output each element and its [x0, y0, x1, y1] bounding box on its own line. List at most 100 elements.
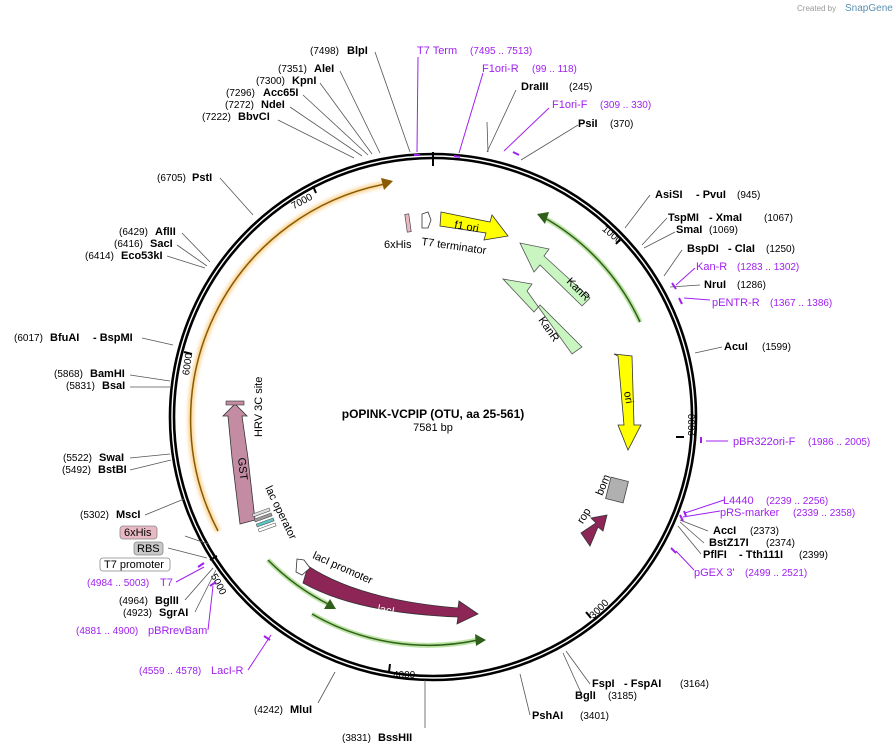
enzyme-name-2: - Tth111I: [739, 549, 783, 561]
credit-created-by: Created by: [797, 4, 836, 13]
enzyme-pos: (6416): [114, 239, 143, 250]
enzyme-name: NruI: [704, 279, 726, 291]
enzyme-name: MluI: [290, 704, 312, 716]
green-arc-c-head: [475, 634, 486, 646]
enzyme-name: BlpI: [347, 45, 368, 57]
laci-promoter-arrow: [295, 558, 311, 576]
enzyme-name: AcuI: [724, 341, 748, 353]
enzyme-name: SgrAI: [159, 607, 188, 619]
primer-name: F1ori-R: [482, 63, 519, 75]
t7-promoter-box-label: T7 promoter: [104, 559, 164, 571]
t7-terminator-arrow: [421, 211, 432, 229]
enzyme-pos: (5522): [63, 453, 92, 464]
green-arc-b: [267, 559, 331, 606]
enzyme-name: AflII: [155, 226, 176, 238]
ori-label: ori: [621, 390, 635, 404]
enzyme-pos: (3401): [580, 711, 609, 722]
enzyme-name: BspDI: [687, 243, 719, 255]
ruler-ticks: [183, 185, 684, 673]
hrv-label: HRV 3C site: [253, 377, 265, 437]
primer-name: LacI-R: [211, 665, 243, 677]
enzyme-pos: (7222): [202, 112, 231, 123]
his-box: [119, 525, 158, 540]
enzyme-name: PsiI: [578, 118, 598, 130]
primer-name: Kan-R: [696, 261, 727, 273]
lac-operator-label: lac operator: [262, 484, 298, 542]
enzyme-pos: (7351): [278, 64, 307, 75]
enzyme-pos: (2374): [766, 538, 795, 549]
enzyme-name: AccI: [713, 525, 736, 537]
green-arc-c-glow: [310, 611, 479, 648]
laci-arrow: [302, 565, 479, 625]
enzyme-name: PshAI: [532, 710, 563, 722]
enzyme-name: BssHII: [378, 732, 412, 744]
primer-name: pGEX 3': [694, 567, 735, 579]
enzyme-pos: (1069): [709, 225, 738, 236]
enzyme-pos: (7272): [225, 100, 254, 111]
rbs-box: [133, 541, 164, 556]
credit-brand: SnapGene: [845, 3, 893, 14]
f1-ori-label: f1 ori: [453, 219, 479, 235]
green-arc-a: [542, 216, 641, 323]
primer-name: F1ori-F: [552, 99, 588, 111]
bom-box: [605, 476, 629, 504]
plasmid-name: pOPINK-VCPIP (OTU, aa 25-561): [342, 407, 525, 421]
enzyme-name: BamHI: [90, 368, 125, 380]
enzyme-pos: (2399): [799, 550, 828, 561]
enzyme-pos: (6017): [14, 333, 43, 344]
enzyme-pos: (1286): [737, 280, 766, 291]
gst-arrow: [222, 403, 256, 525]
enzyme-name: PflFI: [703, 549, 727, 561]
rop-arrow: [580, 514, 608, 547]
primer-name: T7: [160, 577, 173, 589]
primer-name: pRS-marker: [720, 507, 780, 519]
green-arc-b-head: [324, 599, 336, 609]
enzyme-pos: (245): [569, 82, 592, 93]
enzyme-name: BstZ17I: [709, 537, 749, 549]
t7-promoter-box: [99, 557, 171, 572]
enzyme-pos: (3831): [342, 733, 371, 744]
primer-pos: (1283 .. 1302): [737, 262, 799, 273]
primer-name: pBR322ori-F: [733, 436, 796, 448]
enzyme-name-2: - FspAI: [624, 678, 661, 690]
primer-pos: (1986 .. 2005): [808, 437, 870, 448]
primer-name: L4440: [723, 495, 754, 507]
enzyme-pos: (5492): [62, 465, 91, 476]
enzyme-name-2: - ClaI: [728, 243, 755, 255]
primer-name: pBRrevBam: [148, 625, 207, 637]
enzyme-name-2: - BspMI: [93, 332, 133, 344]
enzyme-name: BglI: [575, 690, 596, 702]
enzyme-pos: (7296): [226, 88, 255, 99]
rop-label: rop: [575, 506, 594, 526]
tick-4000: 4000: [393, 670, 416, 681]
primer-leader-lines: [175, 56, 728, 671]
enzyme-pos: (945): [737, 190, 760, 201]
primer-pos: (2339 .. 2358): [793, 508, 855, 519]
primer-pos: (7495 .. 7513): [470, 46, 532, 57]
enzyme-pos: (1067): [764, 213, 793, 224]
enzyme-name: SacI: [150, 238, 173, 250]
enzyme-pos: (3164): [680, 679, 709, 690]
primer-pos: (99 .. 118): [532, 64, 577, 75]
primer-pos: (4559 .. 4578): [139, 666, 201, 677]
tick-2000: 2000: [687, 413, 698, 436]
enzyme-pos: (370): [610, 119, 633, 130]
primer-pos: (4881 .. 4900): [76, 626, 138, 637]
enzyme-name: FspI: [592, 678, 615, 690]
enzyme-name: BbvCI: [238, 111, 270, 123]
orf-arc-glow: [187, 181, 386, 533]
enzyme-pos: (7498): [310, 46, 339, 57]
green-arc-a-head: [537, 212, 549, 224]
ori-arrow: [613, 353, 642, 451]
enzyme-pos: (1250): [766, 244, 795, 255]
rbs-box-label: RBS: [137, 543, 160, 555]
enzyme-name: KpnI: [292, 75, 316, 87]
boxed-feature-labels: 6xHis RBS T7 promoter: [99, 525, 171, 572]
enzyme-name: TspMI: [668, 212, 699, 224]
enzyme-pos: (4923): [123, 608, 152, 619]
enzyme-labels-right: DraIII (245) PsiI (370) AsiSI - PvuI (94…: [521, 81, 828, 722]
kanr-arrow-a: [519, 242, 591, 307]
enzyme-pos: (6429): [119, 227, 148, 238]
plasmid-size: 7581 bp: [413, 422, 453, 434]
